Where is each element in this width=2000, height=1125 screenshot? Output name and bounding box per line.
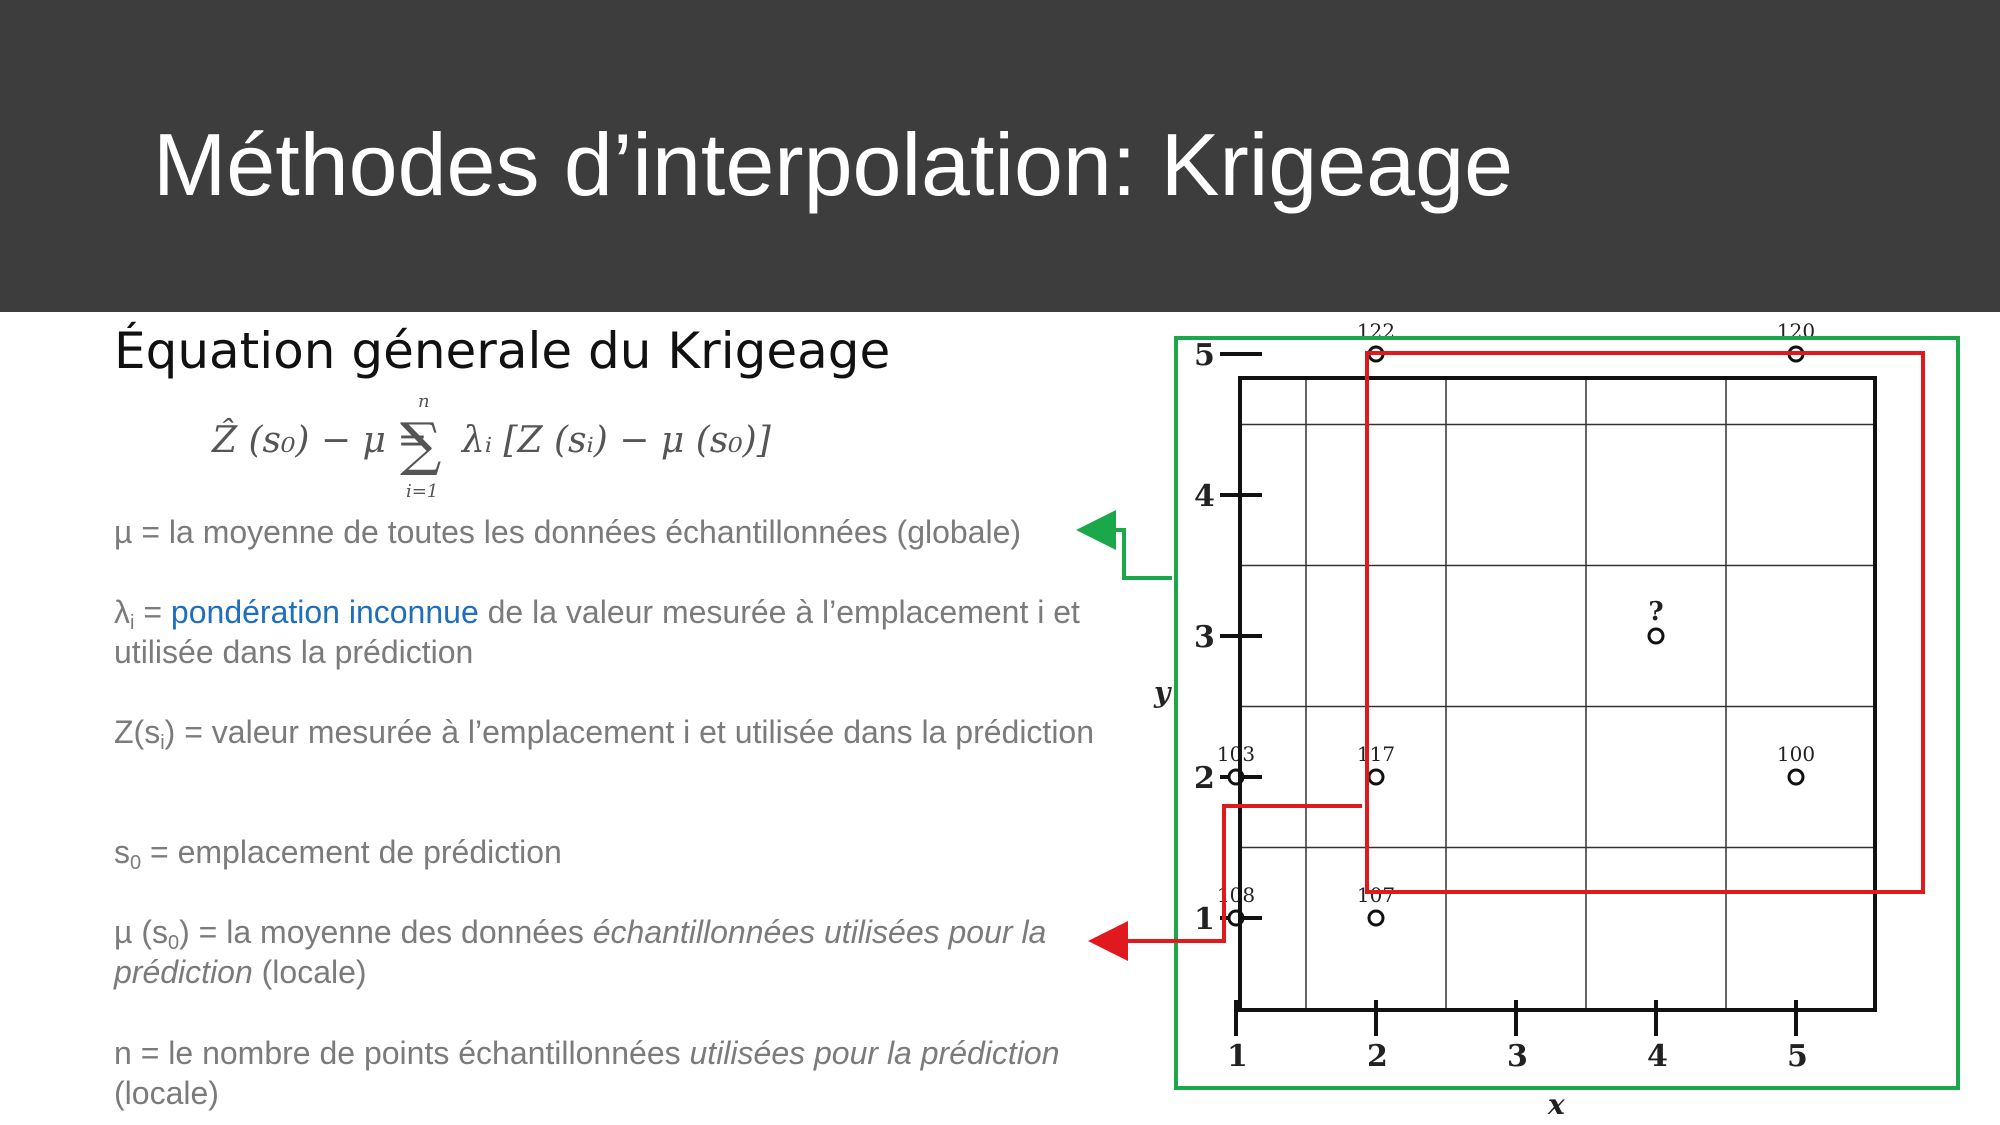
definition-lambda: λi = pondération inconnue de la valeur m… [114, 592, 1124, 672]
s0-prefix: s [114, 834, 130, 870]
slide-subtitle: Équation génerale du Krigeage [114, 322, 891, 380]
x-axis-label: x [1547, 1088, 1565, 1121]
global-selection-box [1174, 336, 1960, 1090]
x-tick-label: 1 [1227, 1039, 1248, 1074]
lambda-equals: = [134, 594, 171, 630]
sample-point [1787, 768, 1805, 786]
mu-local-suffix: (locale) [252, 954, 367, 990]
point-value-label: 103 [1217, 742, 1255, 766]
x-tick-label: 4 [1647, 1039, 1668, 1074]
point-value-label: ? [1648, 597, 1663, 627]
slide-title: Méthodes d’interpolation: Krigeage [153, 115, 1514, 214]
n-suffix: (locale) [114, 1075, 219, 1111]
x-tick-label: 2 [1367, 1039, 1388, 1074]
y-axis-label: y [1153, 676, 1172, 709]
y-tick-label: 1 [1194, 902, 1215, 937]
local-selection-box [1365, 351, 1925, 894]
x-tick-label: 3 [1507, 1039, 1528, 1074]
mu-local-prefix: µ (s [114, 914, 168, 950]
prediction-point [1647, 627, 1665, 645]
definition-mu-local: µ (s0) = la moyenne des données échantil… [114, 912, 1124, 992]
mu-local-italic: échantillonnées utilisées pour la prédic… [114, 914, 1047, 990]
z-subscript: i [160, 732, 165, 754]
definition-s0: s0 = emplacement de prédiction [114, 832, 1124, 874]
mu-local-subscript: 0 [167, 932, 180, 954]
equation-lhs: Ẑ (s₀) − μ = [211, 419, 428, 461]
z-description: ) = valeur mesurée à l’emplacement i et … [164, 714, 1095, 750]
s0-description: = emplacement de prédiction [141, 834, 562, 870]
mu-local-middle: ) = la moyenne des données [179, 914, 593, 950]
y-tick-label: 5 [1194, 338, 1215, 373]
kriging-equation: Ẑ (s₀) − μ = n ∑ i=1 λᵢ [Z (sᵢ) − μ (s₀)… [211, 391, 772, 502]
y-tick-label: 4 [1194, 479, 1215, 514]
definition-mu-global: µ = la moyenne de toutes les données éch… [114, 514, 1022, 550]
n-italic: utilisées pour la prédiction [689, 1035, 1060, 1071]
point-value-label: 108 [1217, 883, 1255, 907]
y-tick-label: 3 [1194, 620, 1215, 655]
lambda-symbol: λ [114, 594, 130, 630]
z-prefix: Z(s [114, 714, 161, 750]
lambda-description: de la valeur mesurée à l’emplacement i e… [114, 594, 1080, 670]
sample-point [1367, 909, 1385, 927]
point-value-label: 117 [1357, 742, 1395, 766]
sum-upper-limit: n [418, 391, 430, 412]
title-bar [0, 0, 2000, 312]
n-prefix: n = le nombre de points échantillonnées [114, 1035, 690, 1071]
s0-subscript: 0 [130, 852, 142, 874]
definition-n: n = le nombre de points échantillonnées … [114, 1033, 1124, 1113]
grid-border [1238, 376, 1877, 1012]
lambda-highlight: pondération inconnue [170, 594, 479, 630]
equation-rhs: λᵢ [Z (sᵢ) − μ (s₀)] [460, 420, 772, 461]
definition-z: Z(si) = valeur mesurée à l’emplacement i… [114, 712, 1124, 754]
x-tick-label: 5 [1787, 1039, 1808, 1074]
sum-lower-limit: i=1 [406, 481, 438, 502]
point-value-label: 100 [1777, 742, 1815, 766]
sum-symbol: ∑ [400, 410, 441, 478]
sample-point [1367, 768, 1385, 786]
y-tick-label: 2 [1194, 761, 1215, 796]
point-value-label: 107 [1357, 883, 1395, 907]
lambda-subscript: i [130, 612, 135, 634]
